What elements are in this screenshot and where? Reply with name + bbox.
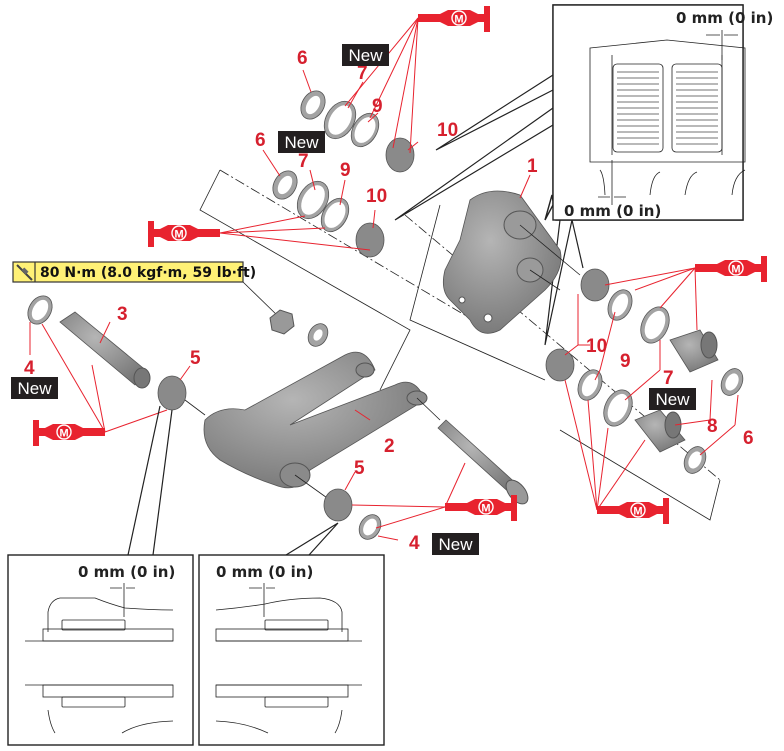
new-badge-mid: New	[278, 131, 325, 153]
new-badge-left: New	[11, 377, 58, 399]
lubricant-icon-right	[694, 255, 768, 283]
part-label-1: 1	[527, 156, 538, 177]
part-label-6-right: 6	[743, 428, 754, 449]
lubricant-icon-mid-left	[147, 220, 221, 248]
lubricant-icon-left	[32, 419, 106, 447]
svg-text:New: New	[348, 46, 383, 65]
upper-seal-set	[300, 90, 415, 173]
part-label-7-top: 7	[357, 63, 368, 84]
part-label-6-top: 6	[297, 48, 308, 69]
new-badge-right: New	[649, 388, 696, 410]
svg-text:New: New	[655, 390, 690, 409]
connecting-rod-left-bearing-detail: 0 mm (0 in)	[7, 554, 194, 746]
part-label-7-right: 7	[663, 368, 674, 389]
torque-spec-box: 80 N·m (8.0 kgf·m, 59 lb·ft)	[12, 261, 256, 283]
new-badge-top: New	[342, 44, 389, 66]
part-label-10-mid: 10	[366, 186, 387, 207]
part-label-4-lower: 4	[409, 533, 420, 554]
part-label-9-mid: 9	[340, 160, 351, 181]
bearing-part-5-lower	[323, 488, 353, 522]
connecting-rod-right-bearing-detail: 0 mm (0 in)	[198, 554, 385, 746]
part-label-4-left: 4	[24, 358, 35, 379]
new-badge-lower: New	[432, 533, 479, 555]
clearance-label-top: 0 mm (0 in)	[676, 9, 773, 27]
part-label-9-right: 9	[620, 351, 631, 372]
part-label-5-lower: 5	[354, 458, 365, 479]
svg-text:New: New	[17, 379, 52, 398]
lubricant-icon-top	[417, 5, 491, 33]
part-label-7-mid: 7	[298, 151, 309, 172]
part-label-6-mid: 6	[255, 130, 266, 151]
torque-value: 80 N·m (8.0 kgf·m, 59 lb·ft)	[40, 265, 256, 281]
part-label-10-top: 10	[437, 120, 458, 141]
clearance-label-right: 0 mm (0 in)	[216, 563, 313, 581]
lubricant-icon-bottom-right	[596, 497, 670, 525]
middle-seal-set	[272, 170, 385, 258]
lubricant-icon-bottom-mid	[444, 494, 518, 522]
part-label-2: 2	[384, 436, 395, 457]
part-label-5-left: 5	[190, 348, 201, 369]
svg-text:New: New	[438, 535, 473, 554]
pivot-bolt	[437, 419, 529, 505]
part-label-10-right: 10	[586, 336, 607, 357]
clearance-label-bottom: 0 mm (0 in)	[564, 202, 661, 220]
right-seal-set	[545, 268, 744, 474]
part-label-9-top: 9	[372, 96, 383, 117]
part-label-8: 8	[707, 416, 718, 437]
connecting-rod-part-2	[184, 309, 441, 501]
clearance-label-left: 0 mm (0 in)	[78, 563, 175, 581]
svg-text:New: New	[284, 133, 319, 152]
torque-wrench-icon	[16, 264, 33, 281]
left-parts	[27, 295, 187, 411]
part-label-3: 3	[117, 304, 128, 325]
bellcrank-bearing-detail: 0 mm (0 in) 0 mm (0 in)	[544, 4, 773, 221]
relay-arm-part-1	[442, 190, 581, 334]
